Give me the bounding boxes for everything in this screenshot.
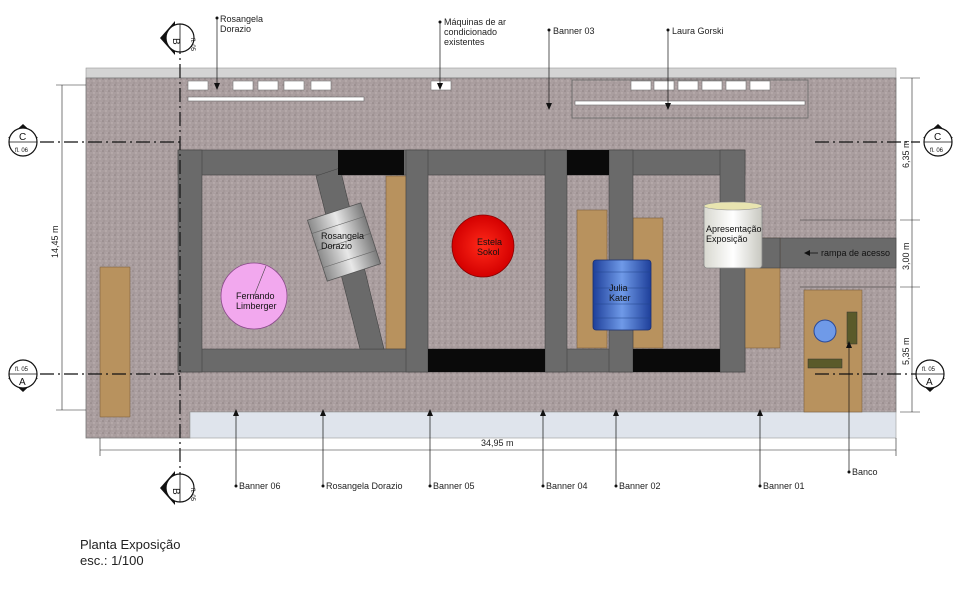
section-marker-c-left: C fl. 06 (8, 124, 38, 157)
svg-text:A: A (19, 377, 26, 388)
ac-units-right (630, 80, 771, 91)
banner01-label: Banner 01 (763, 481, 805, 491)
apresentacao-label-2: Exposição (706, 234, 748, 244)
dim-height: 14,45 m (50, 225, 60, 258)
apresentacao-cylinder (703, 201, 763, 269)
access-ramp (779, 237, 897, 269)
dim-seg2: 3,00 m (901, 242, 911, 270)
fernando-label-2: Limberger (236, 301, 277, 311)
svg-text:C: C (19, 132, 26, 143)
fernando-label-1: Fernando (236, 291, 275, 301)
section-lines (40, 40, 920, 480)
banner03-label: Banner 03 (553, 26, 595, 36)
leader-arrows (214, 16, 852, 488)
rosangela-bottom-label: Rosangela Dorazio (326, 481, 403, 491)
julia-label-1: Julia (609, 283, 628, 293)
section-marker-c-right: C fl. 06 (923, 124, 953, 157)
rosangela-center-label-1: Rosangela (321, 231, 364, 241)
banner05-label: Banner 05 (433, 481, 475, 491)
svg-text:B: B (170, 38, 181, 45)
banco-label: Banco (852, 467, 878, 477)
svg-text:fl. 06: fl. 06 (15, 148, 29, 154)
svg-text:B: B (170, 488, 181, 495)
svg-text:C: C (934, 132, 941, 143)
julia-kater-sculpture (592, 259, 652, 331)
banner02-label: Banner 02 (619, 481, 661, 491)
svg-text:fl. 06: fl. 06 (930, 148, 944, 154)
rosangela-top-2: Dorazio (220, 24, 251, 34)
left-wood-panel (99, 266, 131, 418)
leader-lines (216, 18, 850, 486)
maquinas-2: condicionado (444, 27, 497, 37)
banner04-label: Banner 04 (546, 481, 588, 491)
apresentacao-label-1: Apresentação (706, 224, 762, 234)
maquinas-1: Máquinas de ar (444, 17, 506, 27)
rampa-label: rampa de acesso (821, 248, 890, 258)
dim-seg3: 5,35 m (901, 337, 911, 365)
svg-text:fl. 05: fl. 05 (189, 488, 195, 502)
wooden-deck (803, 289, 863, 413)
dim-width: 34,95 m (481, 438, 514, 448)
svg-text:fl. 05: fl. 05 (15, 367, 29, 373)
banner-rail-left (187, 96, 365, 102)
banner06-label: Banner 06 (239, 481, 281, 491)
estela-label-1: Estela (477, 237, 502, 247)
section-marker-b-bottom: B fl. 05 (160, 471, 195, 505)
bench-horizontal (807, 358, 843, 369)
estela-sokol-sculpture (451, 214, 515, 278)
round-table (813, 319, 837, 343)
laura-label: Laura Gorski (672, 26, 724, 36)
section-marker-a-right: fl. 05 A (915, 359, 945, 392)
rosangela-top-1: Rosangela (220, 14, 263, 24)
maquinas-3: existentes (444, 37, 485, 47)
top-strip (85, 67, 897, 79)
section-marker-b-top: B fl. 05 (160, 21, 195, 55)
dimension-lines (56, 77, 920, 456)
estela-label-2: Sokol (477, 247, 500, 257)
black-panels (338, 150, 720, 372)
svg-text:fl. 05: fl. 05 (922, 367, 936, 373)
plan-title: Planta Exposição esc.: 1/100 (80, 537, 180, 569)
svg-text:fl. 05: fl. 05 (189, 38, 195, 52)
plan-scale: esc.: 1/100 (80, 553, 144, 568)
julia-label-2: Kater (609, 293, 631, 303)
rosangela-dorazio-sculpture (306, 202, 382, 282)
banner-rail-right (574, 100, 806, 106)
section-marker-a-left: fl. 05 A (8, 359, 38, 392)
svg-text:A: A (926, 377, 933, 388)
bench-vertical (846, 311, 858, 345)
plan-title-line1: Planta Exposição (80, 537, 181, 552)
rosangela-center-label-2: Dorazio (321, 241, 352, 251)
dim-seg1: 6,35 m (901, 140, 911, 168)
